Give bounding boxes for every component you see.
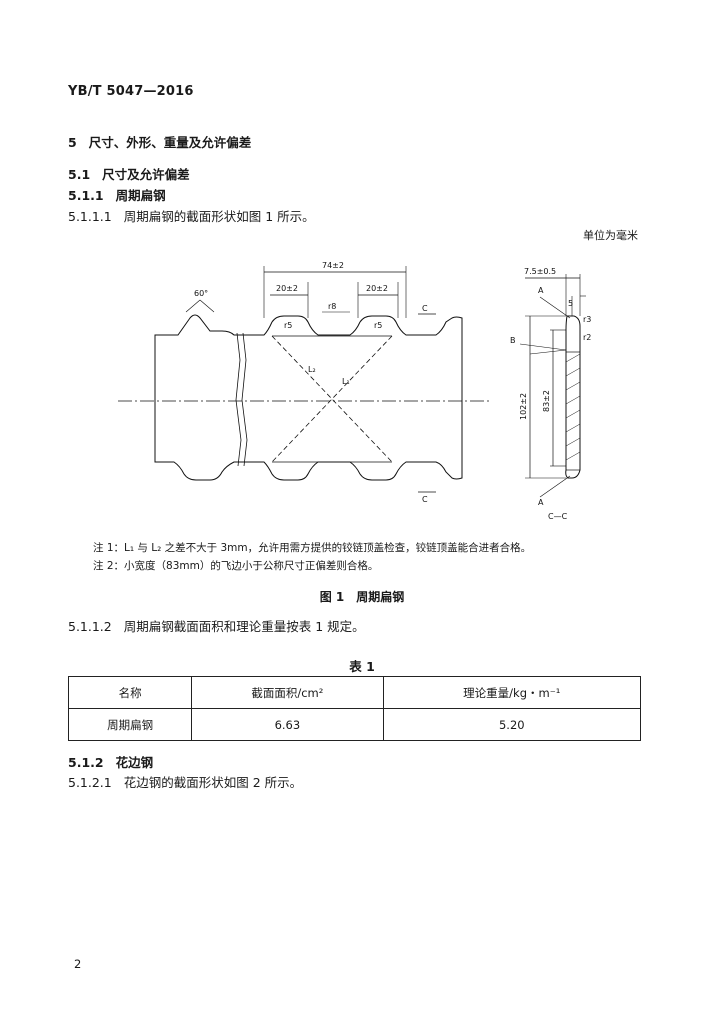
dim-thickness: 7.5±0.5 (524, 267, 556, 276)
section-label: C—C (548, 512, 568, 521)
label-A-top: A (538, 286, 544, 295)
figure-1-labels: 74±2 20±2 20±2 60° r8 r5 r5 L₂ L₁ C C 7.… (194, 261, 591, 521)
label-A-bottom: A (538, 498, 544, 507)
dim-r5-left: r5 (284, 321, 292, 330)
table-row: 周期扁钢 6.63 5.20 (67, 708, 642, 741)
table-header-row: 名称 截面面积/cm² 理论重量/kg・m⁻¹ (67, 676, 642, 709)
label-B: B (510, 336, 516, 345)
dim-left-segment: 20±2 (276, 284, 298, 293)
dim-r2: r2 (583, 333, 591, 342)
dim-L1: L₁ (342, 377, 350, 386)
figure-note-1: 注 1：L₁ 与 L₂ 之差不大于 3mm，允许用需方提供的铰链顶盖检查，铰链顶… (93, 542, 532, 554)
table-cell: 5.20 (382, 708, 642, 741)
table-cell: 6.63 (191, 708, 384, 741)
dim-inner-height: 83±2 (542, 390, 551, 412)
dim-height: 102±2 (519, 393, 528, 420)
dim-r3: r3 (583, 315, 591, 324)
table-1-caption: 表 1 (349, 659, 375, 674)
figure-note-2: 注 2：小宽度（83mm）的飞边小于公称尺寸正偏差则合格。 (93, 560, 379, 572)
page-number: 2 (74, 957, 82, 971)
dim-r8: r8 (328, 302, 336, 311)
section-mark-bottom: C (422, 495, 428, 504)
standard-code: YB/T 5047—2016 (68, 84, 194, 99)
dim-angle: 60° (194, 289, 208, 298)
figure-1-caption: 图 1 周期扁钢 (319, 590, 405, 604)
table-header-cell: 名称 (67, 676, 193, 709)
table-cell: 周期扁钢 (67, 708, 193, 741)
dim-r5-right: r5 (374, 321, 382, 330)
dim-right-segment: 20±2 (366, 284, 388, 293)
dim-L2: L₂ (308, 365, 316, 374)
table-1: 名称 截面面积/cm² 理论重量/kg・m⁻¹ 周期扁钢 6.63 5.20 (67, 676, 642, 741)
table-header-cell: 理论重量/kg・m⁻¹ (382, 676, 642, 709)
dim-overall-width: 74±2 (322, 261, 344, 270)
dim-5: 5 (568, 299, 573, 308)
table-header-cell: 截面面积/cm² (191, 676, 384, 709)
section-mark-top: C (422, 304, 428, 313)
unit-note: 单位为毫米 (583, 229, 638, 242)
